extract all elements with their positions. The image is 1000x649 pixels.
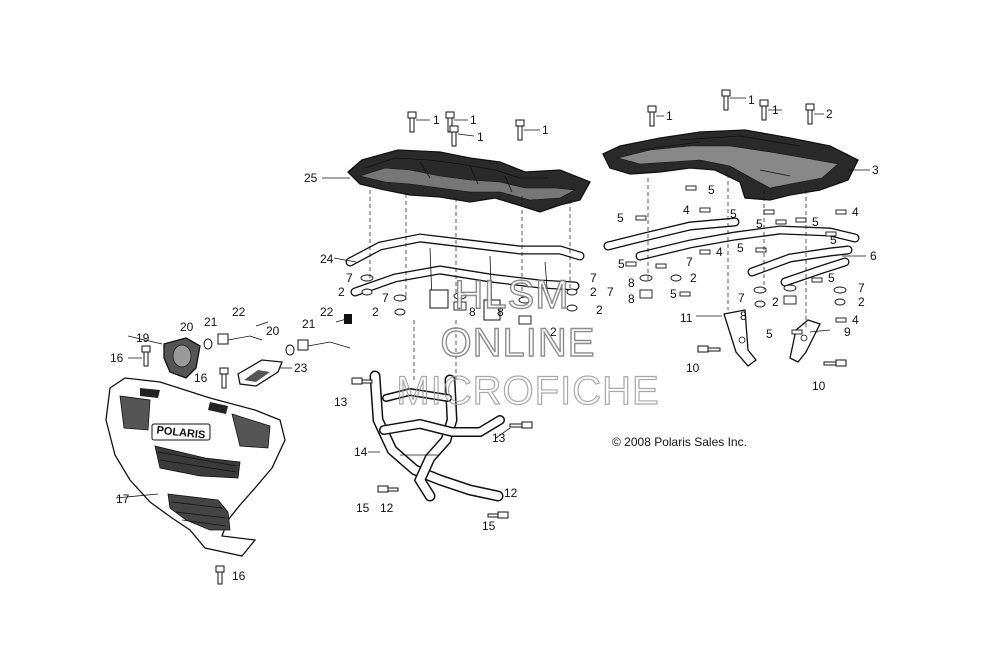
callout: 7 <box>858 281 865 295</box>
grille-badge-text: POLARIS <box>156 424 206 441</box>
callout: 16 <box>194 371 208 385</box>
callout: 7 <box>346 271 353 285</box>
callout: 2 <box>826 107 833 121</box>
callout: 17 <box>116 492 130 506</box>
watermark: HLSM ONLINE MICROFICHE <box>396 272 660 413</box>
bracket-11 <box>723 309 757 367</box>
callout: 21 <box>302 317 316 331</box>
callout: 7 <box>590 271 597 285</box>
callout: 5 <box>730 207 737 221</box>
callout: 8 <box>628 292 635 306</box>
callout: 10 <box>812 379 826 393</box>
callout: 2 <box>550 325 557 339</box>
callout: 7 <box>382 291 389 305</box>
watermark-line-3: MICROFICHE <box>396 369 659 413</box>
callout: 12 <box>504 486 518 500</box>
callout: 22 <box>232 305 246 319</box>
callout: 7 <box>686 255 693 269</box>
callout: 23 <box>294 361 308 375</box>
watermark-line-1: HLSM <box>454 273 569 317</box>
callout: 2 <box>372 305 379 319</box>
front-support-6 <box>603 217 860 287</box>
callout: 2 <box>772 295 779 309</box>
callout: 1 <box>666 109 673 123</box>
callout: 5 <box>618 257 625 271</box>
callout: 25 <box>304 171 318 185</box>
front-rack-3 <box>602 129 859 201</box>
callout: 20 <box>266 324 280 338</box>
callout: 12 <box>380 501 394 515</box>
copyright-text: © 2008 Polaris Sales Inc. <box>612 435 747 449</box>
callout: 10 <box>686 361 700 375</box>
callout: 5 <box>830 233 837 247</box>
callout: 2 <box>338 285 345 299</box>
callout: 13 <box>492 431 506 445</box>
callout: 22 <box>320 305 334 319</box>
callout-labels: 1 1 1 1 1 1 1 2 2 3 25 24 7 2 7 2 8 8 7 … <box>110 93 879 583</box>
callout: 5 <box>708 183 715 197</box>
lamp-23 <box>237 359 283 387</box>
callout: 13 <box>334 395 348 409</box>
callout: 8 <box>469 305 476 319</box>
front-bumper-14 <box>369 370 505 502</box>
callout: 5 <box>670 287 677 301</box>
callout: 3 <box>872 163 879 177</box>
fasteners <box>360 185 847 335</box>
bulb-sockets-20-21 <box>203 314 352 356</box>
callout: 2 <box>590 285 597 299</box>
callout: 4 <box>683 203 690 217</box>
callout: 1 <box>748 93 755 107</box>
callout: 4 <box>852 205 859 219</box>
callout: 5 <box>812 215 819 229</box>
callout: 7 <box>738 291 745 305</box>
callout: 4 <box>716 245 723 259</box>
callout: 11 <box>680 311 693 325</box>
callout: 21 <box>204 315 218 329</box>
callout: 14 <box>354 445 368 459</box>
callout: 7 <box>607 285 614 299</box>
callout: 9 <box>844 325 851 339</box>
callout: 2 <box>858 295 865 309</box>
bolts <box>141 89 847 585</box>
callout: 1 <box>772 103 779 117</box>
rear-rack-25 <box>347 149 591 213</box>
callout: 8 <box>740 309 747 323</box>
callout: 5 <box>828 271 835 285</box>
headlight-19 <box>163 337 201 379</box>
callout: 5 <box>766 327 773 341</box>
callout: 2 <box>596 303 603 317</box>
callout: 19 <box>136 331 150 345</box>
callout: 5 <box>617 211 624 225</box>
callout: 4 <box>852 313 859 327</box>
callout: 1 <box>470 113 477 127</box>
callout: 1 <box>477 130 484 144</box>
callout: 5 <box>737 241 744 255</box>
callout: 1 <box>433 113 440 127</box>
callout: 1 <box>542 123 549 137</box>
callout: 16 <box>110 351 124 365</box>
callout: 8 <box>497 305 504 319</box>
callout: 15 <box>482 519 496 533</box>
callout: 6 <box>870 249 877 263</box>
callout: 2 <box>690 271 697 285</box>
callout: 15 <box>356 501 370 515</box>
callout: 20 <box>180 320 194 334</box>
front-grille-17: POLARIS <box>105 377 286 557</box>
bracket-9 <box>789 319 821 363</box>
leader-lines <box>115 97 870 499</box>
callout: 16 <box>232 569 246 583</box>
callout: 8 <box>628 276 635 290</box>
rear-support-24 <box>345 233 585 321</box>
assembly-lines <box>369 174 807 380</box>
callout: 5 <box>756 217 763 231</box>
watermark-line-2: ONLINE <box>441 321 596 365</box>
callout: 24 <box>320 252 334 266</box>
